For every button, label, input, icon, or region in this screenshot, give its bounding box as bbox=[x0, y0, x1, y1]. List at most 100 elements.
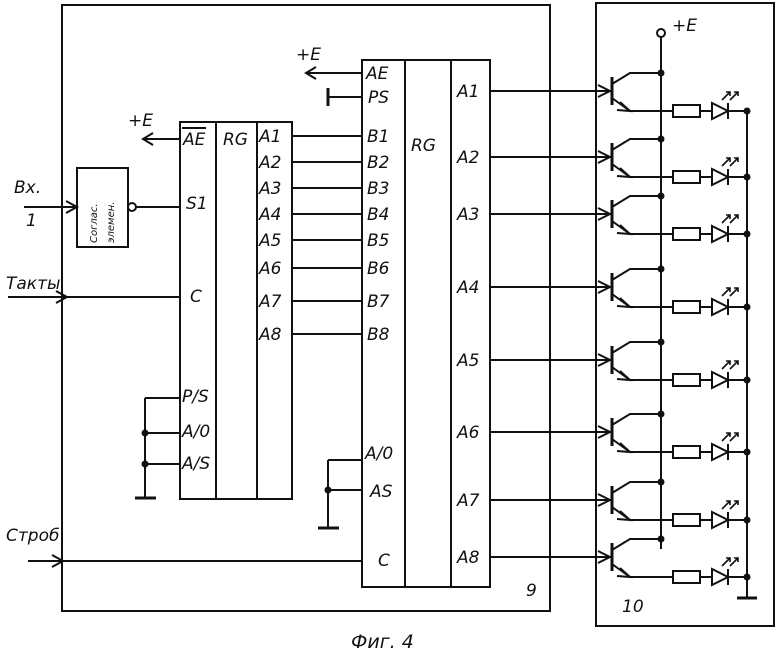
light-arrow-b-3 bbox=[729, 214, 739, 224]
collector-junction-4 bbox=[657, 265, 665, 273]
indicator-stage-5 bbox=[610, 338, 751, 390]
reg1-output-1: A1 bbox=[258, 127, 281, 147]
collector-junction-8 bbox=[657, 535, 665, 543]
reg1-junction-as bbox=[141, 460, 149, 468]
clock-label: Такты bbox=[6, 274, 60, 294]
light-arrow-a-7 bbox=[721, 500, 731, 510]
register-2 bbox=[361, 59, 491, 588]
supply-terminal bbox=[656, 28, 666, 38]
led-2 bbox=[711, 167, 731, 187]
strobe-label: Строб bbox=[6, 526, 59, 546]
reg2-output-1: A1 bbox=[456, 82, 479, 102]
reg1-power-label: +E bbox=[128, 111, 153, 131]
indicator-stages bbox=[610, 69, 751, 587]
drive-arrow-6 bbox=[597, 425, 613, 439]
transistor-emitter-2 bbox=[611, 163, 673, 178]
transistor-collector-4 bbox=[611, 268, 661, 281]
reg2-input-4: B4 bbox=[367, 205, 389, 225]
led-6 bbox=[711, 442, 731, 462]
block-10-frame bbox=[595, 2, 775, 627]
transistor-emitter-1 bbox=[611, 97, 673, 112]
indicator-stage-2 bbox=[610, 135, 751, 187]
resistor-2 bbox=[672, 170, 701, 184]
block-9-number: 9 bbox=[526, 581, 537, 601]
transistor-emitter-7 bbox=[611, 506, 673, 521]
reg1-power-arrow bbox=[141, 132, 154, 146]
reg1-junction-a0 bbox=[141, 429, 149, 437]
reg2-output-8: A8 bbox=[456, 548, 480, 568]
transistor-emitter-4 bbox=[611, 293, 673, 308]
indicator-stage-4 bbox=[610, 265, 751, 317]
figure-caption: Фиг. 4 bbox=[351, 631, 414, 653]
reg2-power-arrow bbox=[304, 66, 317, 80]
transistor-collector-6 bbox=[611, 413, 661, 426]
collector-junction-3 bbox=[657, 192, 665, 200]
drive-arrow-5 bbox=[597, 353, 613, 367]
collector-junction-6 bbox=[657, 410, 665, 418]
block10-power-label: +E bbox=[672, 16, 697, 36]
reg2-c-label: C bbox=[378, 551, 390, 571]
reg1-output-6: A6 bbox=[258, 259, 282, 279]
resistor-6 bbox=[672, 445, 701, 459]
reg2-output-4: A4 bbox=[456, 278, 479, 298]
emitter-arrow-2 bbox=[616, 167, 633, 179]
light-arrow-a-5 bbox=[721, 360, 731, 370]
drive-arrow-7 bbox=[597, 493, 613, 507]
reg2-ae-label: AE bbox=[365, 64, 389, 84]
input-label-vx: Вх. bbox=[14, 178, 41, 198]
transistor-collector-2 bbox=[611, 138, 661, 151]
light-arrow-a-4 bbox=[721, 287, 731, 297]
register-1 bbox=[179, 121, 293, 500]
reg1-output-3: A3 bbox=[258, 179, 281, 199]
ground-junction-2 bbox=[743, 173, 751, 181]
reg2-as-label: AS bbox=[369, 482, 393, 502]
light-arrow-a-3 bbox=[721, 214, 731, 224]
led-5 bbox=[711, 370, 731, 390]
reg2-output-7: A7 bbox=[456, 491, 480, 511]
light-arrow-b-2 bbox=[729, 157, 739, 167]
emitter-arrow-1 bbox=[616, 101, 633, 113]
reg1-c-label: C bbox=[190, 287, 202, 307]
resistor-3 bbox=[672, 227, 701, 241]
transistor-emitter-8 bbox=[611, 563, 673, 578]
reg2-input-3: B3 bbox=[367, 179, 389, 199]
light-arrow-b-5 bbox=[729, 360, 739, 370]
emitter-arrow-8 bbox=[616, 567, 633, 579]
reg1-output-5: A5 bbox=[258, 231, 281, 251]
collector-junction-5 bbox=[657, 338, 665, 346]
drive-arrow-4 bbox=[597, 280, 613, 294]
reg2-input-5: B5 bbox=[367, 231, 389, 251]
light-arrow-b-4 bbox=[729, 287, 739, 297]
reg2-output-2: A2 bbox=[456, 148, 479, 168]
emitter-arrow-7 bbox=[616, 510, 633, 522]
collector-junction-2 bbox=[657, 135, 665, 143]
reg1-output-4: A4 bbox=[258, 205, 281, 225]
drive-arrow-2 bbox=[597, 150, 613, 164]
reg2-junction-as bbox=[324, 486, 332, 494]
indicator-stage-1 bbox=[610, 69, 751, 121]
matching-text-1: Соглас. bbox=[89, 203, 100, 243]
reg2-input-7: B7 bbox=[367, 292, 390, 312]
reg2-output-3: A3 bbox=[456, 205, 479, 225]
reg2-input-8: B8 bbox=[367, 325, 390, 345]
drive-arrow-3 bbox=[597, 207, 613, 221]
light-arrow-a-6 bbox=[721, 432, 731, 442]
light-arrow-a-1 bbox=[721, 91, 731, 101]
reg2-input-1: B1 bbox=[367, 127, 389, 147]
transistor-emitter-5 bbox=[611, 366, 673, 381]
emitter-arrow-4 bbox=[616, 297, 633, 309]
ground-junction-1 bbox=[743, 107, 751, 115]
matching-element bbox=[76, 167, 129, 248]
indicator-stage-8 bbox=[610, 535, 751, 587]
ground-junction-7 bbox=[743, 516, 751, 524]
drive-arrow-8 bbox=[597, 550, 613, 564]
emitter-arrow-5 bbox=[616, 370, 633, 382]
light-arrow-a-8 bbox=[721, 557, 731, 567]
indicator-stage-6 bbox=[610, 410, 751, 462]
reg2-input-2: B2 bbox=[367, 153, 389, 173]
collector-junction-7 bbox=[657, 478, 665, 486]
reg2-output-5: A5 bbox=[456, 351, 479, 371]
light-arrow-a-2 bbox=[721, 157, 731, 167]
